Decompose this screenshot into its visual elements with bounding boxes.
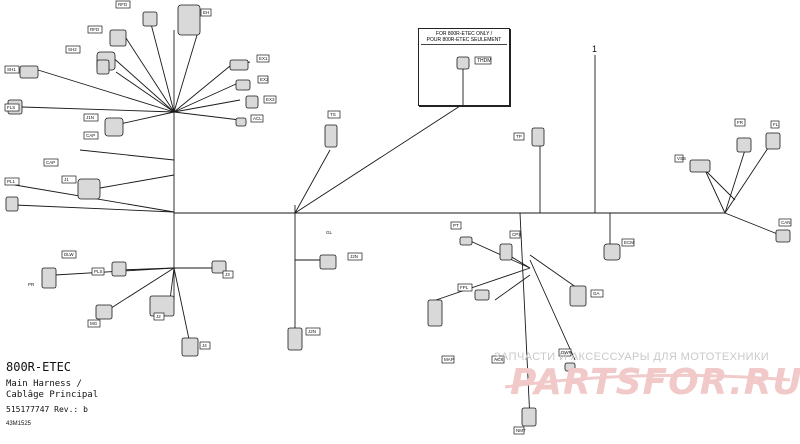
connector-tag: EX2 bbox=[260, 77, 269, 82]
variant-note-line1: FOR 800R-ETEC ONLY / bbox=[435, 31, 493, 37]
connector-tag: SH1 bbox=[7, 67, 16, 72]
connector-tag: J2 bbox=[156, 314, 161, 319]
part-number: 515177747 Rev.: b bbox=[6, 405, 88, 414]
connector-tag: EX1 bbox=[259, 56, 268, 61]
connector-tag: CAN bbox=[781, 220, 791, 225]
model-name: 800R-ETEC bbox=[6, 360, 72, 374]
connector-tag: PL1 bbox=[7, 179, 16, 184]
connector-tag: CAP bbox=[86, 133, 96, 138]
connector-tag: J1 bbox=[64, 177, 69, 182]
thdm-connector-icon bbox=[456, 56, 492, 105]
connector-tag: MAP bbox=[444, 357, 454, 362]
connector-tag: NMT bbox=[516, 428, 526, 433]
variant-note-box: FOR 800R-ETEC ONLY / POUR 800R-ETEC SEUL… bbox=[418, 28, 510, 106]
connector-tag: ACL bbox=[253, 116, 262, 121]
connector-tag: RFD bbox=[90, 27, 100, 32]
connector-tag: FR bbox=[737, 120, 743, 125]
connector-tag: CPS bbox=[512, 232, 522, 237]
connector-tag: FLS bbox=[7, 105, 16, 110]
connector-tag: FPL bbox=[460, 285, 469, 290]
connector-tag: PT bbox=[453, 223, 459, 228]
connector-tag: ACS bbox=[494, 357, 504, 362]
harness-title-fr: Cablâge Principal bbox=[6, 390, 99, 400]
connector-tag: TS bbox=[330, 112, 336, 117]
connector-tag: J2N bbox=[308, 329, 317, 334]
connector-tag: PLS bbox=[94, 269, 103, 274]
connector-tag: J2N bbox=[350, 254, 359, 259]
connector-tag: GL bbox=[326, 230, 333, 235]
connector-tag: MG bbox=[90, 321, 98, 326]
watermark-logo: PARTSFOR.RU bbox=[510, 362, 800, 403]
connector-tag: DLW bbox=[64, 252, 74, 257]
connector-tag: EX3 bbox=[266, 97, 275, 102]
connector-tag: J1N bbox=[86, 115, 95, 120]
figure-code: 43M1525 bbox=[6, 421, 32, 427]
connector-tag: VSS bbox=[677, 156, 687, 161]
connector-tag: SH2 bbox=[68, 47, 77, 52]
harness-title-en: Main Harness / bbox=[6, 379, 82, 389]
connector-tag: PR bbox=[28, 282, 35, 287]
connector-tag: DWP bbox=[561, 350, 572, 355]
reference-callout: 1 bbox=[592, 44, 598, 54]
connector-tag: J3 bbox=[225, 272, 230, 277]
connector-tag: CAP bbox=[46, 160, 56, 165]
connector-tag: J4 bbox=[202, 343, 207, 348]
connector-tag: EH bbox=[203, 10, 210, 15]
thdm-connector-tag: THDM bbox=[477, 58, 492, 64]
connector-tag: GA bbox=[593, 291, 600, 296]
connector-tag: FL bbox=[773, 122, 779, 127]
connector-tag: RFD bbox=[118, 2, 128, 7]
connector-tag: ECM bbox=[624, 240, 634, 245]
variant-note-header: FOR 800R-ETEC ONLY / POUR 800R-ETEC SEUL… bbox=[421, 31, 507, 45]
watermark-subtitle: ЗАПЧАСТИ И АКСЕССУАРЫ ДЛЯ МОТОТЕХНИКИ bbox=[494, 351, 770, 363]
connector-tag: TP bbox=[516, 134, 522, 139]
variant-note-line2: POUR 800R-ETEC SEULEMENT bbox=[426, 37, 502, 43]
